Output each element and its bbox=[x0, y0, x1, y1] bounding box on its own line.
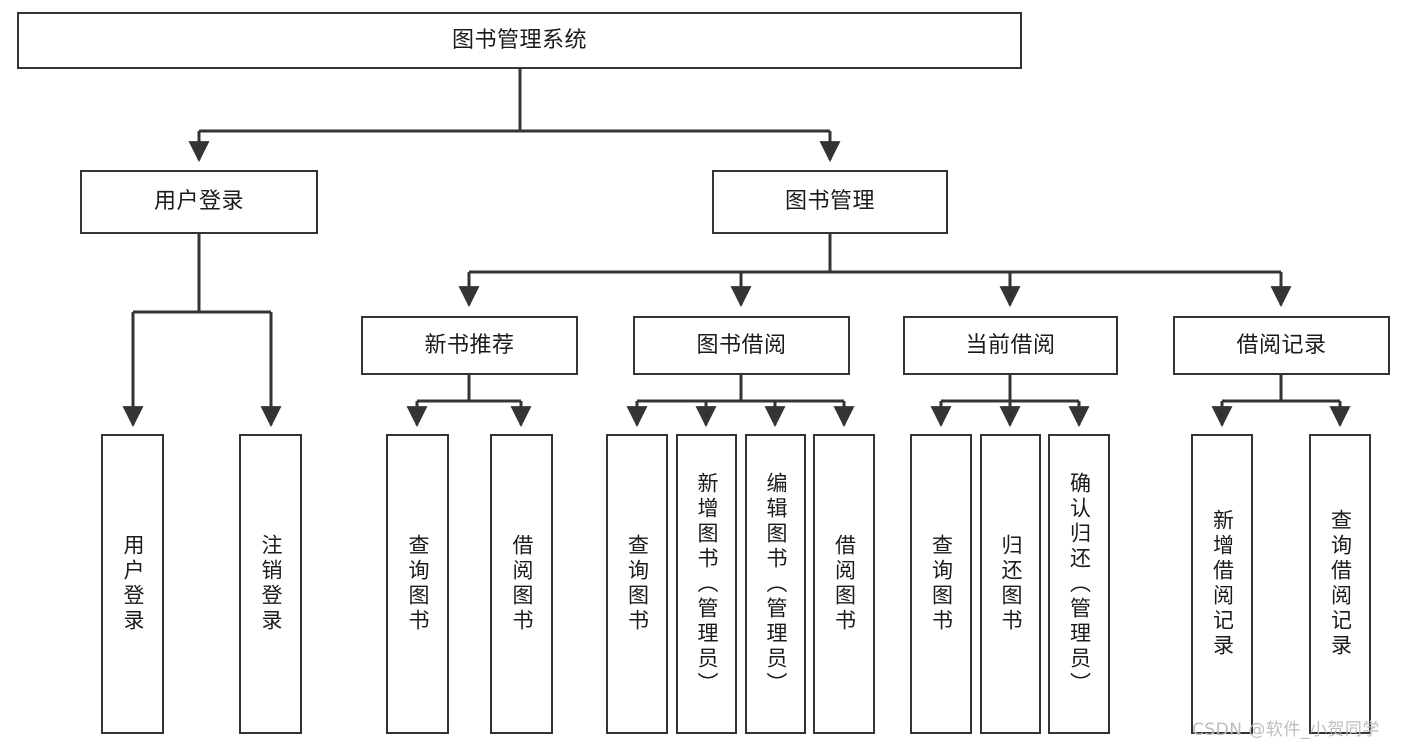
node-leaf-confirm-return-label: 确认归还（管理员） bbox=[1067, 472, 1092, 697]
node-leaf-add-record[interactable]: 新增借阅记录 bbox=[1191, 434, 1253, 734]
node-new-book-rec-label: 新书推荐 bbox=[424, 332, 515, 358]
node-current-borrow-label: 当前借阅 bbox=[965, 332, 1056, 358]
node-leaf-query-book-2-label: 查询图书 bbox=[625, 534, 650, 634]
node-leaf-query-record-label: 查询借阅记录 bbox=[1328, 509, 1353, 659]
node-leaf-add-record-label: 新增借阅记录 bbox=[1210, 509, 1235, 659]
node-leaf-borrow-book-1[interactable]: 借阅图书 bbox=[490, 434, 553, 734]
node-leaf-edit-book[interactable]: 编辑图书（管理员） bbox=[745, 434, 806, 734]
node-book-borrow-label: 图书借阅 bbox=[696, 332, 787, 358]
node-leaf-user-login[interactable]: 用户登录 bbox=[101, 434, 164, 734]
node-leaf-query-book-3-label: 查询图书 bbox=[929, 534, 954, 634]
node-leaf-borrow-book-2[interactable]: 借阅图书 bbox=[813, 434, 875, 734]
node-leaf-query-book-1-label: 查询图书 bbox=[406, 534, 430, 634]
node-leaf-return-book-label: 归还图书 bbox=[999, 534, 1023, 634]
node-root[interactable]: 图书管理系统 bbox=[17, 12, 1022, 69]
node-leaf-query-book-2[interactable]: 查询图书 bbox=[606, 434, 668, 734]
node-leaf-logout-label: 注销登录 bbox=[259, 534, 283, 634]
node-book-manage[interactable]: 图书管理 bbox=[712, 170, 948, 234]
node-borrow-record-label: 借阅记录 bbox=[1236, 332, 1327, 358]
node-leaf-confirm-return[interactable]: 确认归还（管理员） bbox=[1048, 434, 1110, 734]
node-book-manage-label: 图书管理 bbox=[784, 189, 875, 215]
node-borrow-record[interactable]: 借阅记录 bbox=[1173, 316, 1390, 375]
node-leaf-query-record[interactable]: 查询借阅记录 bbox=[1309, 434, 1371, 734]
node-leaf-query-book-1[interactable]: 查询图书 bbox=[386, 434, 449, 734]
node-leaf-add-book[interactable]: 新增图书（管理员） bbox=[676, 434, 737, 734]
node-leaf-borrow-book-1-label: 借阅图书 bbox=[510, 534, 534, 634]
node-leaf-logout[interactable]: 注销登录 bbox=[239, 434, 302, 734]
node-root-label: 图书管理系统 bbox=[451, 27, 587, 53]
node-book-borrow[interactable]: 图书借阅 bbox=[633, 316, 850, 375]
node-current-borrow[interactable]: 当前借阅 bbox=[903, 316, 1118, 375]
node-leaf-return-book[interactable]: 归还图书 bbox=[980, 434, 1041, 734]
node-user-login-label: 用户登录 bbox=[153, 189, 244, 215]
node-leaf-query-book-3[interactable]: 查询图书 bbox=[910, 434, 972, 734]
node-leaf-borrow-book-2-label: 借阅图书 bbox=[832, 534, 857, 634]
node-leaf-user-login-label: 用户登录 bbox=[121, 534, 145, 634]
node-user-login[interactable]: 用户登录 bbox=[80, 170, 318, 234]
node-leaf-add-book-label: 新增图书（管理员） bbox=[695, 472, 719, 697]
csdn-watermark: CSDN @软件_小贺同学 bbox=[1192, 720, 1380, 740]
node-new-book-rec[interactable]: 新书推荐 bbox=[361, 316, 578, 375]
node-leaf-edit-book-label: 编辑图书（管理员） bbox=[764, 472, 788, 697]
